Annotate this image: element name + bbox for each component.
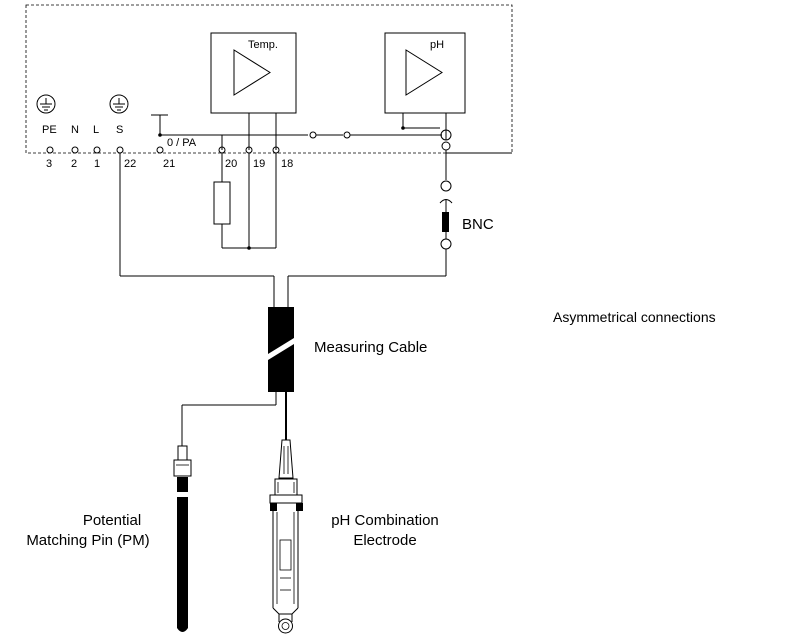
ph-amplifier: pH (384, 32, 466, 114)
terminal-number: 1 (94, 158, 100, 170)
measuring-cable (268, 307, 294, 392)
terminal-number: 19 (253, 158, 265, 170)
bus-label: 0 / PA (167, 137, 197, 149)
ph-combination-electrode (269, 439, 303, 634)
terminal-number: 22 (124, 158, 136, 170)
terminal-number: 2 (71, 158, 77, 170)
pm-label-line2: Matching Pin (PM) (26, 532, 149, 549)
temp-amplifier: Temp. (210, 32, 297, 114)
resistor-icon (213, 181, 231, 225)
pm-label-line1: Potential (83, 512, 141, 529)
electrode-label-line2: Electrode (353, 532, 416, 549)
diagram-title: Asymmetrical connections (553, 309, 716, 325)
terminal-circle-icon (46, 146, 54, 154)
terminal-number: 18 (281, 158, 293, 170)
potential-matching-pin (173, 445, 192, 632)
terminal-circle-icon (93, 146, 101, 154)
terminal-letter: L (93, 124, 99, 136)
bnc-connector (442, 212, 449, 232)
terminal-number: 20 (225, 158, 237, 170)
terminal-number: 21 (163, 158, 175, 170)
electrode-label-line1: pH Combination (331, 512, 439, 529)
terminal-circle-icon (116, 146, 124, 154)
instrument-housing (25, 4, 513, 154)
terminal-letter: PE (42, 124, 57, 136)
terminal-circle-icon (71, 146, 79, 154)
terminal-letter: S (116, 124, 123, 136)
terminal-letter: N (71, 124, 79, 136)
temp-amplifier-label: Temp. (248, 39, 278, 51)
terminal-circle-icon (156, 146, 164, 154)
ground-icon (36, 94, 56, 114)
measuring-cable-label: Measuring Cable (314, 339, 427, 356)
ph-amplifier-label: pH (430, 39, 444, 51)
bnc-label: BNC (462, 216, 494, 233)
ground-icon (109, 94, 129, 114)
amplifier-triangle-icon (233, 49, 271, 96)
amplifier-triangle-icon (405, 49, 443, 96)
terminal-number: 3 (46, 158, 52, 170)
